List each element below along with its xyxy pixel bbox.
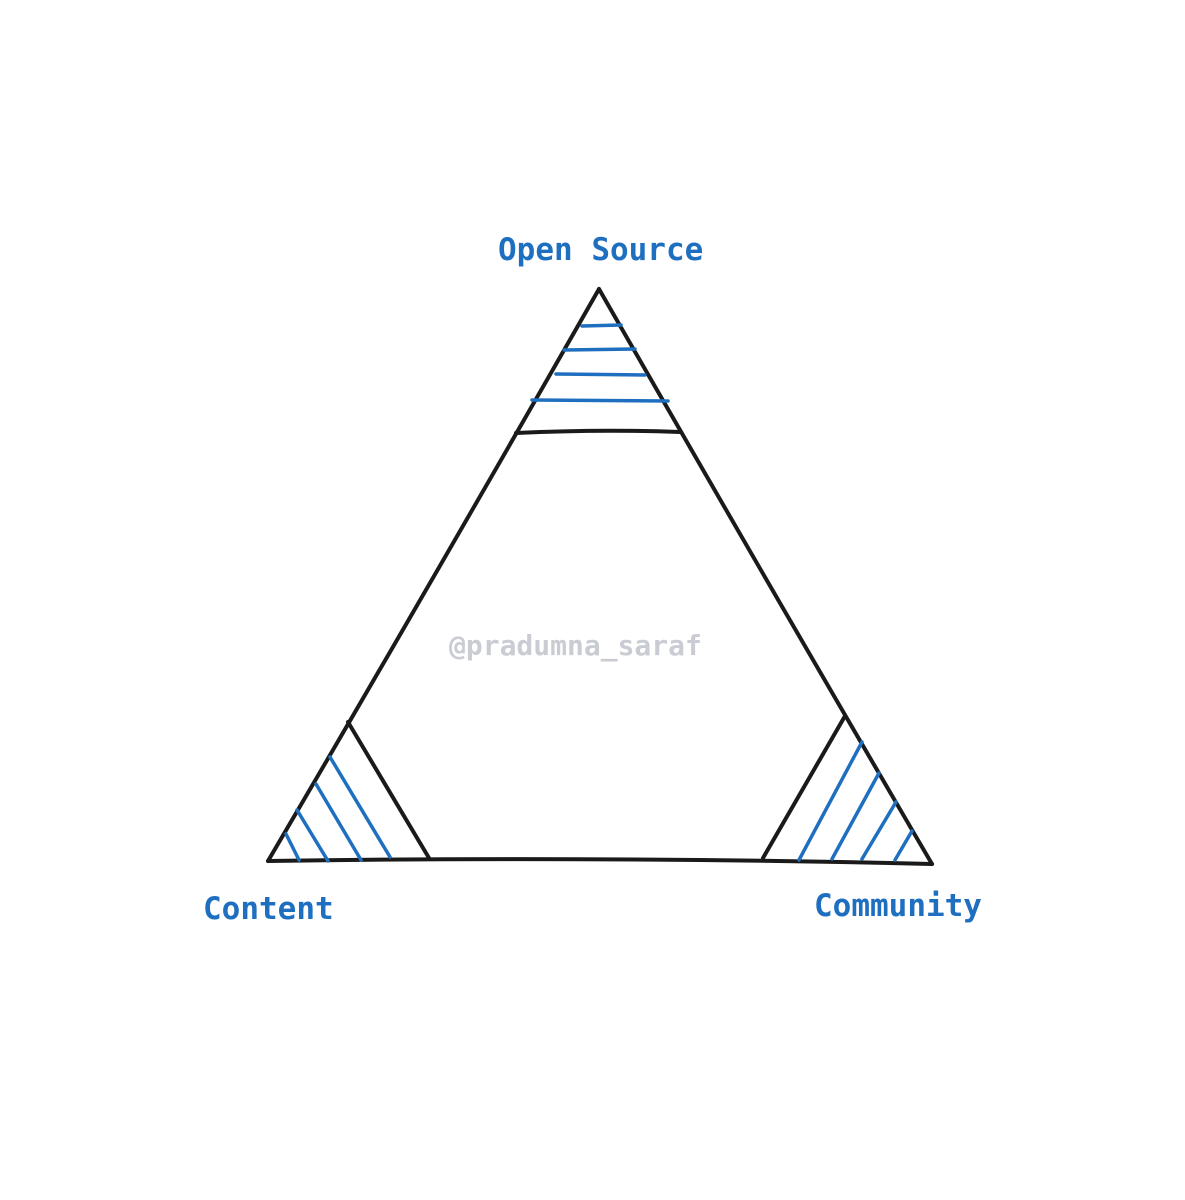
hatch-line [562,347,637,352]
top-corner-separator [514,428,682,435]
right-corner-separator [761,714,847,860]
hatch-line [797,740,864,862]
hatch-line [295,808,330,863]
vertex-label-open-source: Open Source [498,232,704,268]
hatch-line [893,829,914,862]
watermark-handle: @pradumna_saraf [449,629,702,662]
triangle-left-edge [266,287,601,863]
hatch-line [830,771,881,861]
hatch-line [284,832,301,862]
vertex-label-content: Content [203,891,334,927]
corner-separators [346,428,847,860]
hatch-line [554,372,647,377]
right-corner-hatching [797,740,914,862]
vertex-label-community: Community [814,888,982,924]
top-corner-hatching [530,323,670,403]
hatch-line [530,398,670,403]
left-corner-hatching [284,755,392,863]
triangle-right-edge [597,287,934,866]
hatch-line [860,800,898,861]
left-corner-separator [346,720,431,860]
hatch-line [580,323,623,328]
hatch-line [328,755,392,859]
hatch-line [314,782,363,862]
